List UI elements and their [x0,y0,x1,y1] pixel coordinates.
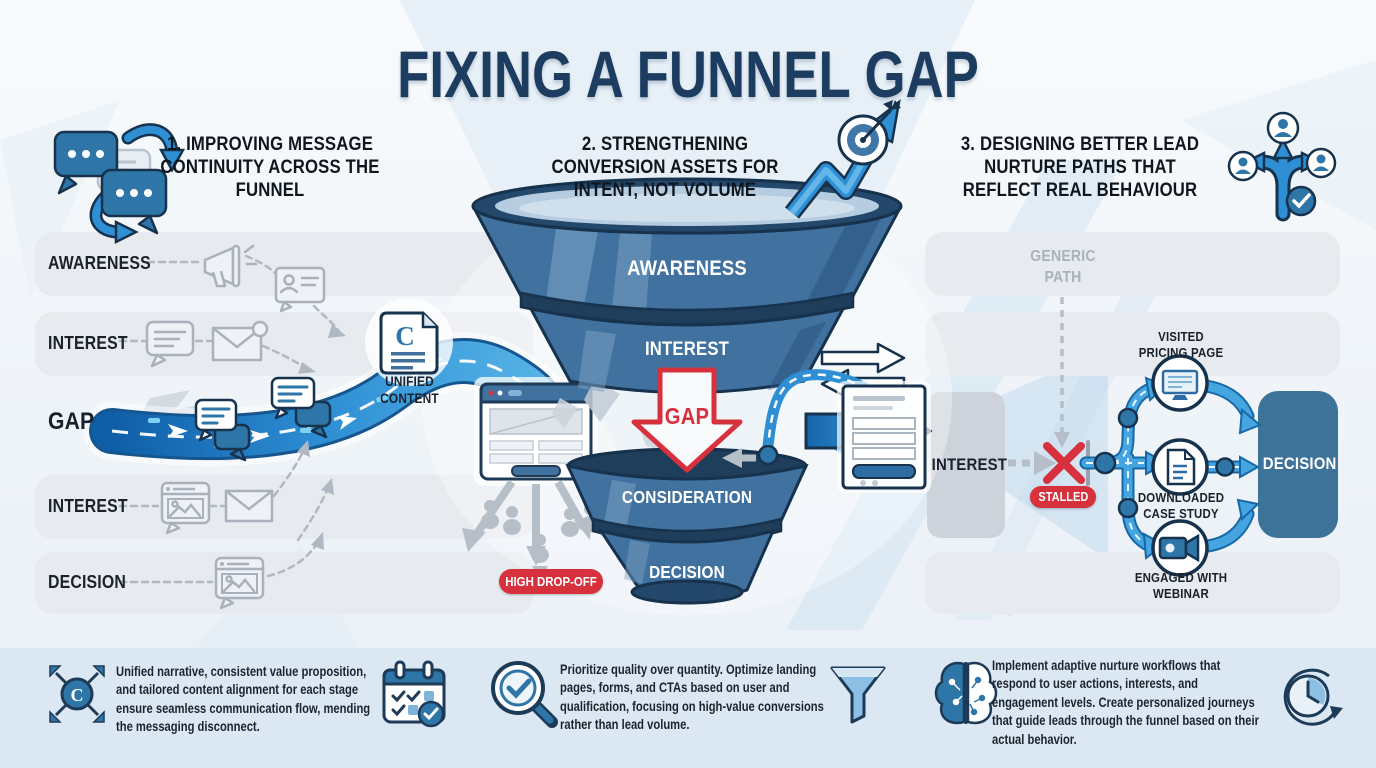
engaged-webinar-label: ENGAGED WITH WEBINAR [1134,570,1228,602]
band-mid-right [925,312,1340,376]
row-label-gap: GAP [48,408,95,435]
row-label-interest: INTEREST [48,333,128,353]
high-dropoff-badge: HIGH DROP-OFF [499,569,603,594]
section2-heading: 2. STRENGTHENING CONVERSION ASSETS FOR I… [551,134,779,202]
band-generic-right [925,232,1340,296]
funnel-consideration-label: CONSIDERATION [621,487,753,507]
stalled-label: STALLED [1038,490,1088,504]
footer-text-3: Implement adaptive nurture workflows tha… [992,657,1259,747]
page-title: FIXING A FUNNEL GAP [397,37,979,111]
unified-content-label: UNIFIED CONTENT [380,374,439,406]
band-bottom-right [925,552,1340,614]
section1-heading: 1. IMPROVING MESSAGE CONTINUITY ACROSS T… [160,134,380,202]
funnel-decision-label: DECISION [649,562,725,582]
funnel-awareness-label: AWARENESS [627,257,747,280]
section3-heading: 3. DESIGNING BETTER LEAD NURTURE PATHS T… [960,134,1200,202]
footer-text-1: Unified narrative, consistent value prop… [116,663,371,735]
row-label-interest2: INTEREST [48,496,128,516]
row-label-decision: DECISION [48,572,126,592]
high-dropoff-label: HIGH DROP-OFF [505,574,597,589]
funnel-gap-label: GAP [664,403,710,429]
generic-path-label: GENERIC PATH [1030,248,1096,286]
visited-pricing-label: VISITED PRICING PAGE [1138,329,1224,361]
downloaded-case-study-label: DOWNLOADED CASE STUDY [1137,490,1225,522]
interest-box-right [927,392,1005,538]
interest-box-label: INTEREST [931,455,1008,474]
footer-strip [0,648,1376,768]
decision-box-label: DECISION [1262,454,1337,473]
row-label-awareness: AWARENESS [48,253,151,273]
funnel-interest-label: INTEREST [644,339,730,360]
stalled-badge: STALLED [1030,486,1096,508]
decision-box-right [1258,391,1338,538]
footer-text-2: Prioritize quality over quantity. Optimi… [560,661,824,733]
